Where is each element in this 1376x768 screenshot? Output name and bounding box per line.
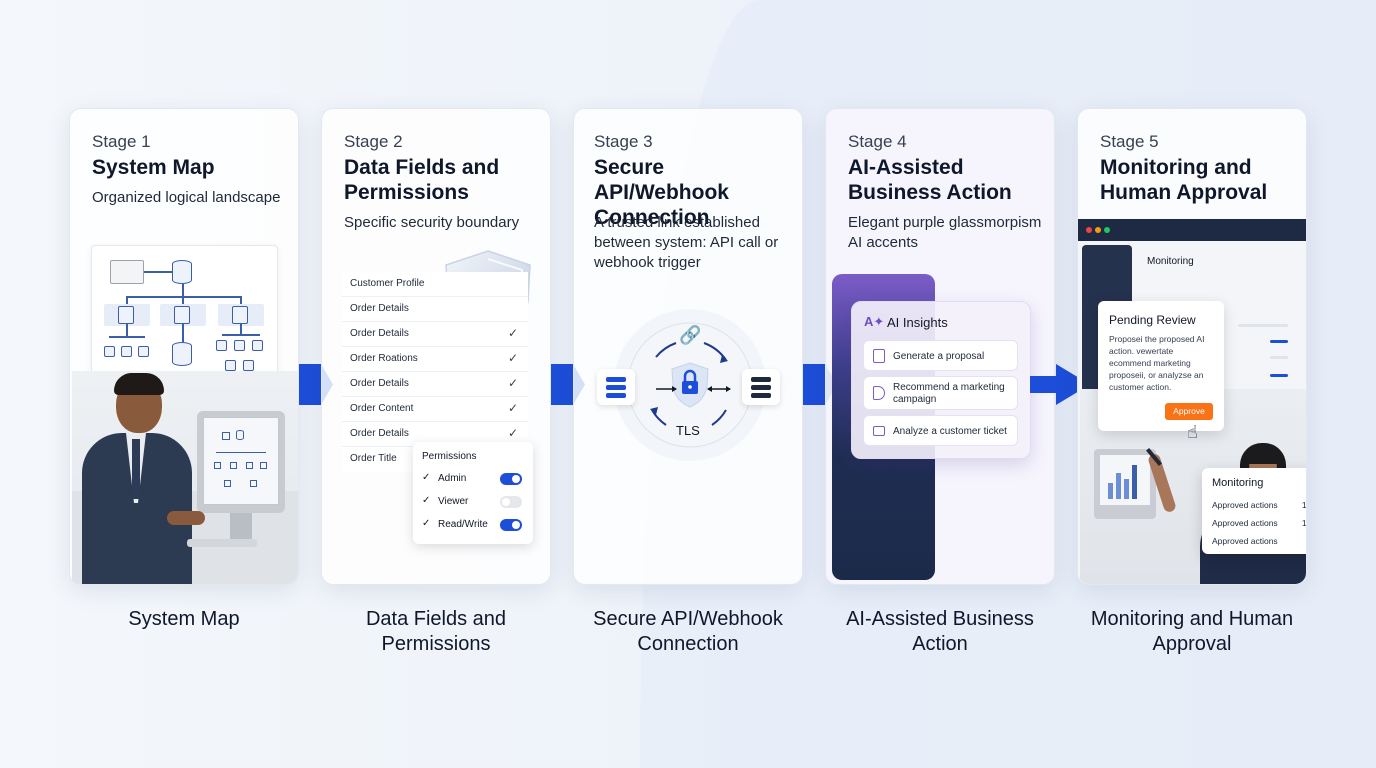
window-titlebar: [1078, 219, 1306, 241]
tls-label: TLS: [676, 423, 700, 438]
data-field-row[interactable]: Order Details✓: [342, 372, 528, 397]
stage-2-card: Stage 2 Data Fields and Permissions Spec…: [321, 108, 551, 585]
stats-row: Approved actions 180: [1212, 518, 1307, 528]
database-icon: [172, 260, 192, 284]
monitoring-stats-card: Monitoring Approved actions 188 Approved…: [1202, 468, 1307, 554]
ai-insights-title: AI Insights: [887, 315, 948, 330]
database-icon: [172, 342, 192, 366]
stats-row: Approved actions 188: [1212, 500, 1307, 510]
stage-label: Stage 5: [1100, 132, 1159, 151]
toggle-switch-on[interactable]: [500, 473, 522, 485]
permissions-popover: Permissions ✓ Admin ✓ Viewer ✓ Read/Writ…: [413, 442, 533, 544]
stage-caption: Data Fields and Permissions: [365, 608, 507, 655]
ai-action-analyze-ticket[interactable]: Analyze a customer ticket: [863, 415, 1018, 446]
check-icon: ✓: [422, 518, 431, 529]
data-field-row[interactable]: Order Content✓: [342, 397, 528, 422]
stage-caption: Monitoring and Human Approval: [1090, 608, 1294, 655]
stage-title: System Map: [92, 156, 215, 179]
check-icon: ✓: [507, 326, 518, 340]
sparkle-ai-icon: A✦: [864, 314, 885, 329]
window-title: Monitoring: [1147, 256, 1194, 267]
window-close-icon[interactable]: [1086, 227, 1092, 233]
toggle-switch-on[interactable]: [500, 519, 522, 531]
check-icon: ✓: [422, 472, 431, 483]
stage-4-card: Stage 4 AI-Assisted Business Action Eleg…: [825, 108, 1055, 585]
stage-title: Monitoring and Human Approval: [1100, 156, 1268, 204]
window-maximize-icon[interactable]: [1104, 227, 1110, 233]
toggle-switch-off[interactable]: [500, 496, 522, 508]
pending-review-text: Proposei the proposed AI action. vewerta…: [1109, 334, 1205, 392]
window-minimize-icon[interactable]: [1095, 227, 1101, 233]
secure-connection-diagram: 🔗 TLS: [594, 305, 786, 465]
check-icon: ✓: [507, 351, 518, 365]
stage-1-card: Stage 1 System Map Organized logical lan…: [69, 108, 299, 585]
cursor-hand-icon: ☝: [1187, 422, 1198, 442]
stage-caption: AI-Assisted Business Action: [846, 608, 1034, 655]
system-map-diagram: [91, 245, 278, 383]
ai-insights-panel: A✦ AI Insights Generate a proposal Recom…: [851, 301, 1031, 459]
stage-description: Specific security boundary: [344, 214, 520, 231]
stage-5-card: Stage 5 Monitoring and Human Approval Mo…: [1077, 108, 1307, 585]
document-icon: [110, 260, 144, 284]
megaphone-icon: [873, 386, 885, 400]
check-icon: ✓: [507, 376, 518, 390]
stage-description: A trusted link established between syste…: [594, 214, 779, 271]
check-icon: ✓: [507, 426, 518, 440]
stage-label: Stage 4: [848, 132, 907, 151]
server-icon: [597, 369, 635, 405]
check-icon: ✓: [422, 495, 431, 506]
approve-button[interactable]: Approve: [1165, 403, 1213, 420]
ai-action-recommend-campaign[interactable]: Recommend a marketing campaign: [863, 376, 1018, 410]
stats-title: Monitoring: [1212, 477, 1264, 489]
file-icon: [118, 306, 134, 324]
data-field-row[interactable]: Order Roations✓: [342, 347, 528, 372]
person-at-desk-illustration: [72, 371, 298, 584]
stage-3-card: Stage 3 Secure API/Webhook Connection A …: [573, 108, 803, 585]
server-icon: [742, 369, 780, 405]
pending-review-card: Pending Review Proposei the proposed AI …: [1098, 301, 1224, 431]
stage-description: Elegant purple glassmorpism AI accents: [848, 214, 1042, 251]
data-field-row[interactable]: Order Details: [342, 297, 528, 322]
link-icon: 🔗: [679, 325, 702, 345]
permission-read-write[interactable]: ✓ Read/Write: [422, 518, 532, 534]
stage-label: Stage 2: [344, 132, 403, 151]
stage-caption: System Map: [128, 608, 240, 630]
file-icon: [232, 306, 248, 324]
data-field-row[interactable]: Order Details✓: [342, 322, 528, 347]
ai-action-generate-proposal[interactable]: Generate a proposal: [863, 340, 1018, 371]
check-icon: ✓: [507, 401, 518, 415]
permissions-title: Permissions: [422, 451, 477, 462]
data-field-row[interactable]: Customer Profile: [342, 272, 528, 297]
permission-viewer[interactable]: ✓ Viewer: [422, 495, 532, 511]
mail-icon: [873, 425, 885, 436]
document-icon: [873, 348, 885, 363]
stage-title: AI-Assisted Business Action: [848, 156, 1012, 204]
stage-title: Secure API/Webhook Connection: [594, 156, 729, 229]
stats-row: Approved actions 0: [1212, 536, 1278, 546]
flow-arrow: [1030, 364, 1090, 405]
permission-admin[interactable]: ✓ Admin: [422, 472, 532, 488]
stage-title: Data Fields and Permissions: [344, 156, 500, 204]
file-icon: [174, 306, 190, 324]
pending-review-title: Pending Review: [1109, 313, 1196, 327]
stage-label: Stage 1: [92, 132, 151, 151]
stage-label: Stage 3: [594, 132, 653, 151]
stage-description: Organized logical landscape: [92, 189, 281, 206]
stage-caption: Secure API/Webhook Connection: [593, 608, 783, 655]
